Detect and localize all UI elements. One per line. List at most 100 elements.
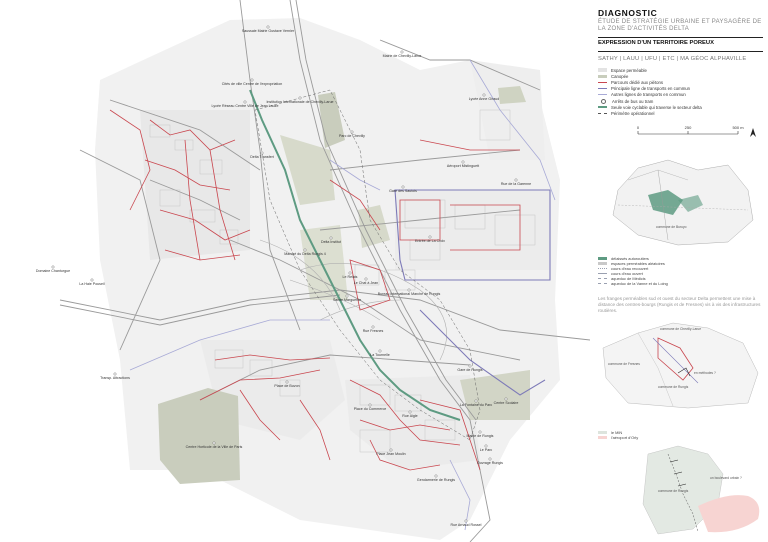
stop-marker[interactable] [434, 474, 438, 478]
stop-marker[interactable] [51, 265, 55, 269]
place-label: Place de Buvon [274, 384, 299, 388]
transit-stops [51, 25, 518, 523]
legend-item: aqueduc de Médicis [598, 276, 763, 281]
stop-marker[interactable] [350, 130, 354, 134]
stop-marker[interactable] [329, 236, 333, 240]
legend-swatch-other-transit [598, 94, 607, 96]
legend-swatch-open-stream [598, 273, 607, 274]
stop-marker[interactable] [474, 399, 478, 403]
inset2-label-fresnes: commune de Fresnes [608, 362, 640, 366]
legend-item: Espace perméable [598, 67, 763, 73]
legend-item: Périmètre opérationnel [598, 110, 763, 116]
pedestrian-paths [109, 109, 521, 471]
stop-marker[interactable] [90, 278, 94, 282]
stop-marker[interactable] [285, 380, 289, 384]
stop-marker[interactable] [113, 372, 117, 376]
legend-swatch-leftovers [598, 257, 607, 260]
legend-item: cours d'eau ouvert [598, 271, 763, 276]
stop-marker[interactable] [407, 288, 411, 292]
legend-label: le MIN [611, 430, 623, 435]
place-label: Entrée de La Croix [415, 239, 445, 243]
legend-item: l'aéroport d'Orly [598, 435, 763, 440]
stop-marker[interactable] [484, 444, 488, 448]
legend-label: espaces perméables aléatoires [611, 261, 665, 266]
place-label: Rue Fresnes [363, 329, 384, 333]
legend-item: le MIN [598, 430, 763, 435]
stop-marker[interactable] [504, 397, 508, 401]
place-label: Delta Transfert [250, 155, 274, 159]
place-label: La Haie Pouseil [79, 282, 104, 286]
place-label: Delta Institut [321, 240, 341, 244]
place-label: Le Parc [480, 448, 493, 452]
legend-label: Principale ligne de transports en commun [611, 86, 691, 92]
place-label: Institution Internationale de Chevilly-L… [266, 100, 333, 104]
stop-marker[interactable] [482, 93, 486, 97]
inset-map-highway-leftovers: commune de Buruyo [598, 150, 763, 248]
stop-marker[interactable] [400, 50, 404, 54]
legend-label: cours d'eau ouvert [611, 271, 643, 276]
stop-marker[interactable] [514, 178, 518, 182]
inset1-legend: délaissés autoroutiers espaces perméable… [598, 256, 763, 286]
stop-marker[interactable] [428, 235, 432, 239]
legend-label: Seule voie cyclable qui traverse le sect… [611, 104, 702, 110]
legend-swatch-cycle [598, 106, 607, 109]
stop-marker[interactable] [478, 430, 482, 434]
place-label: Rue de la Garenne [501, 182, 531, 186]
legend-swatch-min [598, 431, 607, 434]
stop-marker[interactable] [371, 325, 375, 329]
stop-marker[interactable] [368, 403, 372, 407]
legend-swatch-covered-stream [598, 268, 607, 269]
stop-marker[interactable] [461, 160, 465, 164]
legend-label: Espace perméable [611, 67, 647, 73]
stop-marker[interactable] [488, 457, 492, 461]
legend-swatch-permeable [598, 68, 607, 72]
stop-marker[interactable] [266, 25, 270, 29]
stop-marker[interactable] [212, 441, 216, 445]
place-label: Mairie de Chevilly-Larue [383, 54, 422, 58]
place-label: Domaine Chanturgue [36, 269, 70, 273]
legend-label: cours d'eau recouvert [611, 266, 649, 271]
stop-marker[interactable] [298, 96, 302, 100]
place-label: Parc de Chevilly [339, 134, 365, 138]
north-arrow-icon [750, 128, 756, 137]
stop-marker[interactable] [468, 364, 472, 368]
stop-marker[interactable] [364, 277, 368, 281]
stop-marker[interactable] [303, 248, 307, 252]
stop-marker[interactable] [348, 271, 352, 275]
stop-marker[interactable] [389, 448, 393, 452]
place-label: Cités de ville Centre de l'expropriation [222, 82, 282, 86]
scale-bar: 0 250 500 m [637, 125, 756, 137]
inset3-label-rungis: commune de Rungis [658, 489, 689, 493]
place-label: Le Relais [343, 275, 358, 279]
legend-item: espaces perméables aléatoires [598, 261, 763, 266]
place-label: Aéroport Mistinguett [447, 164, 479, 168]
stop-marker[interactable] [260, 151, 264, 155]
legend-label: Arrêts de bus ou tram [612, 98, 654, 104]
side-panel: DIAGNOSTIC ÉTUDE DE STRATÉGIE URBAINE ET… [598, 0, 763, 542]
legend-swatch-vanne-aqueduct [598, 283, 607, 284]
stop-marker[interactable] [464, 519, 468, 523]
place-label: Saussaie Mairie Gustave Vernier [242, 29, 295, 33]
inset2-label-question: en méthodes ? [694, 371, 716, 375]
inset2-label-rungis: commune de Rungis [658, 385, 689, 389]
place-label: Gare des Sautois [389, 189, 417, 193]
stop-marker[interactable] [243, 100, 247, 104]
scale-tick-250: 250 [685, 125, 692, 130]
place-label: Mairie de Rungis [467, 434, 494, 438]
stop-marker[interactable] [408, 410, 412, 414]
legend-item: Canopée [598, 73, 763, 79]
section-rule [598, 51, 763, 52]
place-label: Gendarmerie de Rungis [417, 478, 455, 482]
stop-marker[interactable] [401, 185, 405, 189]
place-label: Place Jean Moulin [376, 452, 405, 456]
place-label: Sainte Marguerite [333, 298, 361, 302]
stop-marker[interactable] [250, 78, 254, 82]
stop-marker[interactable] [345, 294, 349, 298]
legend-label: Périmètre opérationnel [611, 110, 655, 116]
legend-label: Canopée [611, 73, 629, 79]
porosity-paragraph: Les franges perméables sud et ouest du s… [598, 296, 761, 313]
place-label: Rue Arnaud Rossel [451, 523, 482, 527]
stop-marker[interactable] [378, 349, 382, 353]
